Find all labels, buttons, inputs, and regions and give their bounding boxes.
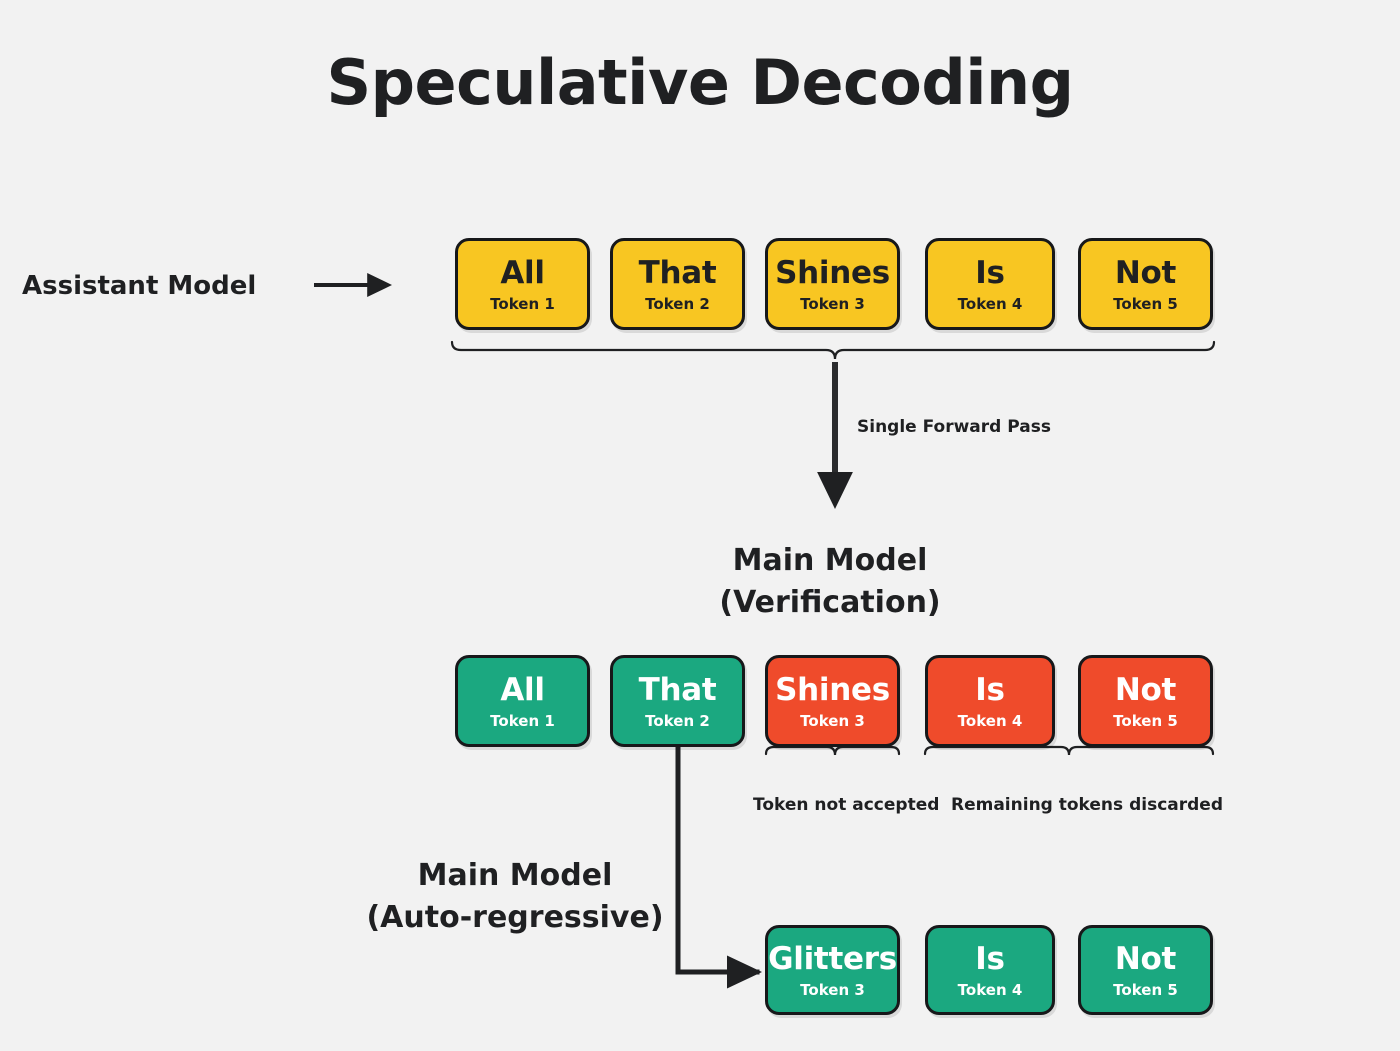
token-index: Token 5: [1113, 711, 1178, 730]
token-word: Shines: [775, 254, 890, 291]
remaining-tokens-discarded-brace: [923, 745, 1215, 756]
token-index: Token 2: [645, 294, 710, 313]
main-model-autoregressive-line2: (Auto-regressive): [366, 900, 664, 935]
token-word: Not: [1114, 671, 1177, 708]
draft-row-brace: [450, 340, 1216, 360]
token-word: Shines: [775, 671, 890, 708]
main-model-autoregressive-line1: Main Model: [417, 858, 613, 893]
token-index: Token 2: [645, 711, 710, 730]
page-title: Speculative Decoding: [326, 46, 1074, 119]
token-word: Is: [975, 940, 1005, 977]
main-model-verification-line2: (Verification): [719, 585, 941, 620]
token-word: All: [500, 254, 545, 291]
token-index: Token 4: [957, 980, 1023, 999]
token-index: Token 5: [1113, 294, 1178, 313]
token-index: Token 4: [957, 711, 1023, 730]
assistant-model-label: Assistant Model: [22, 271, 257, 301]
token-not-accepted-brace: [764, 745, 901, 756]
token-word: Is: [975, 671, 1005, 708]
autoregressive-elbow-arrow: [675, 739, 762, 989]
single-forward-pass-label: Single Forward Pass: [857, 417, 1051, 437]
token-word: Not: [1114, 940, 1177, 977]
token-index: Token 3: [800, 711, 865, 730]
main-model-autoregressive-label: Main Model (Auto-regressive): [355, 855, 675, 939]
token-word: Is: [975, 254, 1005, 291]
token-index: Token 3: [800, 294, 865, 313]
token-word: That: [638, 254, 717, 291]
token-word: Glitters: [768, 940, 897, 977]
remaining-tokens-discarded-label: Remaining tokens discarded: [951, 795, 1223, 815]
main-model-verification-line1: Main Model: [732, 543, 928, 578]
token-not-accepted-label: Token not accepted: [753, 795, 940, 815]
token-word: Not: [1114, 254, 1177, 291]
token-index: Token 3: [800, 980, 865, 999]
token-index: Token 5: [1113, 980, 1178, 999]
token-word: All: [500, 671, 545, 708]
token-word: That: [638, 671, 717, 708]
token-index: Token 1: [490, 294, 555, 313]
main-model-verification-label: Main Model (Verification): [620, 540, 1040, 624]
token-index: Token 1: [490, 711, 555, 730]
token-index: Token 4: [957, 294, 1023, 313]
